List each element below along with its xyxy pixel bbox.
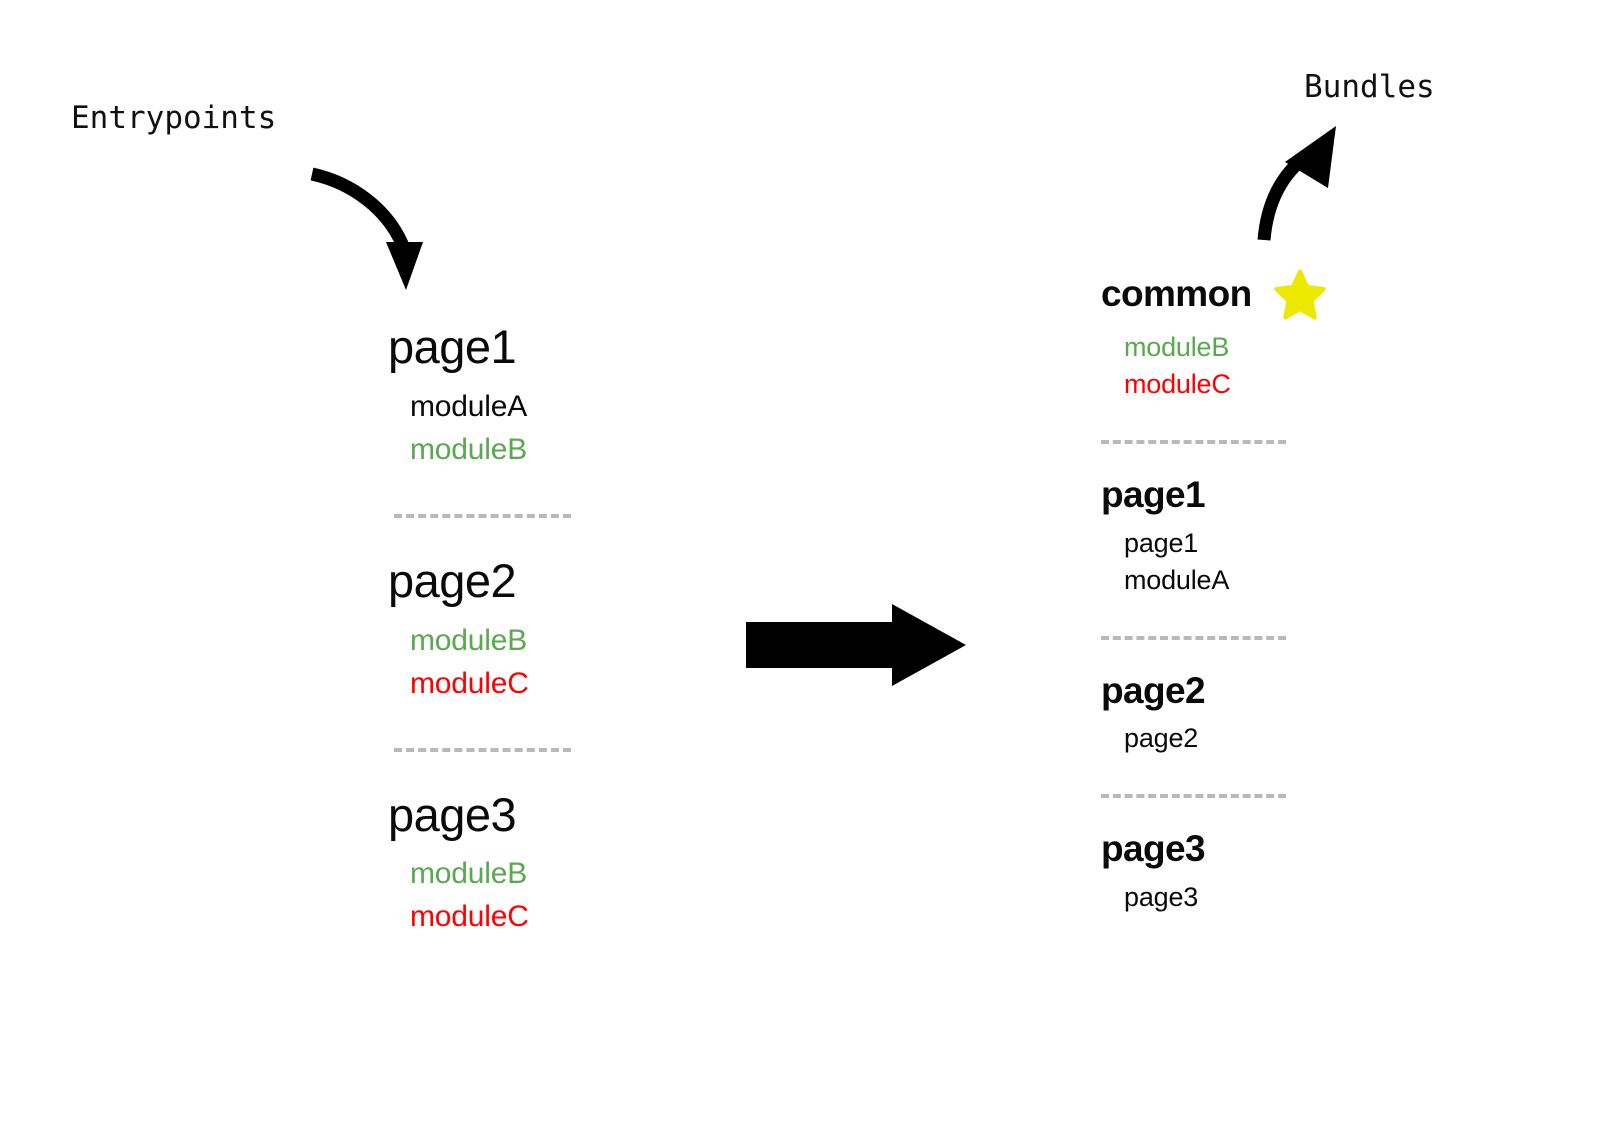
group-separator bbox=[1101, 635, 1286, 640]
module-item: moduleC bbox=[410, 666, 529, 700]
module-list: page1 moduleA bbox=[1124, 525, 1431, 599]
curved-arrow-up-right-icon bbox=[1257, 126, 1336, 241]
bundle-group-page3: page3 page3 bbox=[1101, 829, 1431, 916]
entrypoint-group-page2: page2 moduleB moduleC bbox=[388, 553, 718, 705]
module-list: moduleA moduleB bbox=[410, 385, 718, 471]
entrypoint-group-page1: page1 moduleA moduleB bbox=[388, 320, 718, 471]
entrypoints-caption: Entrypoints bbox=[71, 100, 277, 136]
module-item: page3 bbox=[1124, 882, 1199, 913]
module-item: moduleB bbox=[410, 623, 528, 657]
bundle-group-page2: page2 page2 bbox=[1101, 669, 1431, 758]
module-item: moduleA bbox=[1124, 564, 1230, 595]
entrypoint-group-page3: page3 moduleB moduleC bbox=[388, 787, 718, 939]
group-title: common bbox=[1101, 272, 1252, 314]
group-title: page2 bbox=[388, 553, 517, 607]
module-item: moduleB bbox=[410, 432, 528, 466]
group-title: page1 bbox=[388, 320, 517, 373]
bundles-column: common moduleB moduleC page1 page1 modul… bbox=[1101, 268, 1431, 916]
group-title: page3 bbox=[388, 787, 517, 841]
group-separator bbox=[1101, 794, 1286, 799]
module-item: moduleB bbox=[410, 857, 528, 891]
module-list: moduleB moduleC bbox=[410, 619, 718, 705]
entrypoints-column: page1 moduleA moduleB page2 moduleB modu… bbox=[388, 320, 718, 939]
module-list: moduleB moduleC bbox=[1124, 329, 1431, 403]
group-title-row: page3 bbox=[1101, 829, 1431, 870]
module-item: moduleC bbox=[1124, 369, 1231, 399]
module-list: moduleB moduleC bbox=[410, 852, 718, 938]
group-separator bbox=[394, 513, 571, 518]
module-item: page1 bbox=[1124, 527, 1199, 558]
module-item: moduleB bbox=[1124, 332, 1230, 362]
group-title-row: common bbox=[1101, 268, 1431, 320]
module-item: moduleC bbox=[410, 900, 529, 934]
bundle-group-common: common moduleB moduleC bbox=[1101, 268, 1431, 403]
module-item: moduleA bbox=[410, 389, 528, 423]
module-item: page2 bbox=[1124, 723, 1199, 754]
group-title: page2 bbox=[1101, 669, 1206, 711]
module-list: page2 bbox=[1124, 720, 1431, 757]
curved-arrow-down-right-icon bbox=[310, 167, 423, 290]
arrow-right-icon bbox=[746, 604, 966, 686]
group-title-row: page2 bbox=[1101, 669, 1431, 712]
bundles-caption: Bundles bbox=[1304, 69, 1435, 105]
star-icon bbox=[1273, 269, 1326, 321]
group-title: page3 bbox=[1101, 828, 1206, 870]
group-title: page1 bbox=[1101, 474, 1206, 515]
module-list: page3 bbox=[1124, 879, 1431, 916]
bundle-group-page1: page1 page1 moduleA bbox=[1101, 474, 1431, 599]
group-separator bbox=[394, 747, 571, 752]
group-title-row: page1 bbox=[1101, 474, 1431, 516]
group-separator bbox=[1101, 440, 1286, 444]
